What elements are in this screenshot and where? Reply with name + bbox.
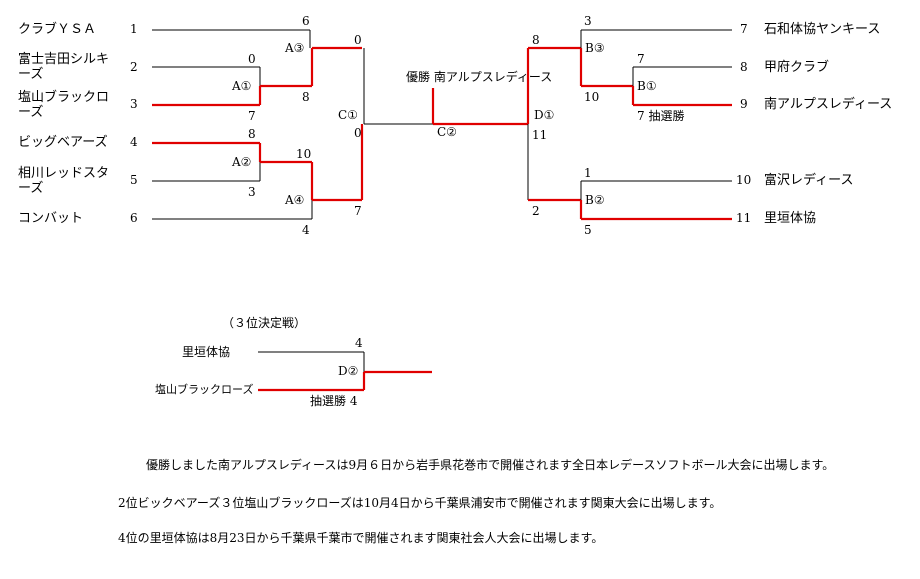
third-place-team-top: 里垣体協 bbox=[182, 345, 231, 359]
score-a4-bot: 4 bbox=[302, 223, 310, 237]
seed-8: 8 bbox=[740, 60, 748, 74]
score-b1-top: 7 bbox=[637, 52, 645, 66]
team-name-9: 南アルプスレディース bbox=[764, 97, 893, 112]
score-a1-top: 0 bbox=[248, 52, 256, 66]
score-a3-top: 6 bbox=[302, 14, 310, 28]
seed-1: 1 bbox=[130, 22, 138, 36]
match-a2: A② bbox=[232, 155, 252, 169]
third-place-score-bot: 抽選勝 4 bbox=[310, 394, 358, 408]
team-name-5: 相川レッドスターズ bbox=[18, 166, 110, 196]
seed-7: 7 bbox=[740, 22, 748, 36]
third-place-title: （３位決定戦） bbox=[222, 316, 307, 330]
seed-5: 5 bbox=[130, 173, 138, 187]
match-a1: A① bbox=[232, 79, 252, 93]
seed-9: 9 bbox=[740, 97, 748, 111]
third-place-match: D② bbox=[338, 364, 359, 378]
note-2: 2位ビックベアーズ３位塩山ブラックローズは10月4日から千葉県浦安市で開催されま… bbox=[118, 496, 722, 510]
seed-2: 2 bbox=[130, 60, 138, 74]
team-name-2: 富士吉田シルキーズ bbox=[18, 52, 110, 82]
team-name-1: クラブＹＳＡ bbox=[18, 22, 97, 37]
team-name-4: ビッグベアーズ bbox=[18, 135, 108, 150]
seed-11: 11 bbox=[736, 211, 752, 225]
score-d1-top: 8 bbox=[532, 33, 540, 47]
champion-label: 優勝 南アルプスレディース bbox=[406, 70, 553, 84]
third-place-team-bot: 塩山ブラックローズ bbox=[155, 383, 254, 396]
match-d1: D① bbox=[534, 108, 555, 122]
team-name-8: 甲府クラブ bbox=[764, 60, 830, 75]
score-b3-top: 3 bbox=[584, 14, 592, 28]
team-name-10: 富沢レディース bbox=[764, 173, 854, 188]
score-d1-mid: 11 bbox=[532, 128, 548, 142]
match-b1: B① bbox=[637, 79, 657, 93]
score-b1-bot: 7 抽選勝 bbox=[637, 109, 685, 123]
score-c1-top: 0 bbox=[354, 33, 362, 47]
score-b2-bot: 5 bbox=[584, 223, 592, 237]
score-b2-top: 1 bbox=[584, 166, 592, 180]
match-b2: B② bbox=[585, 193, 605, 207]
score-c1-bot: 7 bbox=[354, 204, 362, 218]
team-name-6: コンバット bbox=[18, 211, 84, 226]
seed-3: 3 bbox=[130, 97, 138, 111]
score-a3-bot: 8 bbox=[302, 90, 310, 104]
seed-6: 6 bbox=[130, 211, 138, 225]
score-a1-bot: 7 bbox=[248, 109, 256, 123]
score-a4-top: 10 bbox=[296, 147, 312, 161]
match-b3: B③ bbox=[585, 41, 605, 55]
team-name-3: 塩山ブラックローズ bbox=[18, 90, 110, 120]
seed-4: 4 bbox=[130, 135, 138, 149]
match-a4: A④ bbox=[285, 193, 305, 207]
team-name-11: 里垣体協 bbox=[764, 211, 817, 226]
score-b3-bot: 10 bbox=[584, 90, 600, 104]
score-d1-bot: 2 bbox=[532, 204, 540, 218]
team-name-7: 石和体協ヤンキース bbox=[764, 22, 881, 37]
score-a2-top: 8 bbox=[248, 127, 256, 141]
note-1: 優勝しました南アルプスレディースは9月６日から岩手県花巻市で開催されます全日本レ… bbox=[146, 458, 835, 472]
note-3: 4位の里垣体協は8月23日から千葉県千葉市で開催されます関東社会人大会に出場しま… bbox=[118, 531, 604, 545]
match-c1: C① bbox=[338, 108, 358, 122]
score-a2-bot: 3 bbox=[248, 185, 256, 199]
match-c2: C② bbox=[437, 125, 457, 139]
score-c1-mid: 0 bbox=[354, 126, 362, 140]
third-place-score-top: 4 bbox=[355, 336, 363, 350]
match-a3: A③ bbox=[285, 41, 305, 55]
seed-10: 10 bbox=[736, 173, 752, 187]
